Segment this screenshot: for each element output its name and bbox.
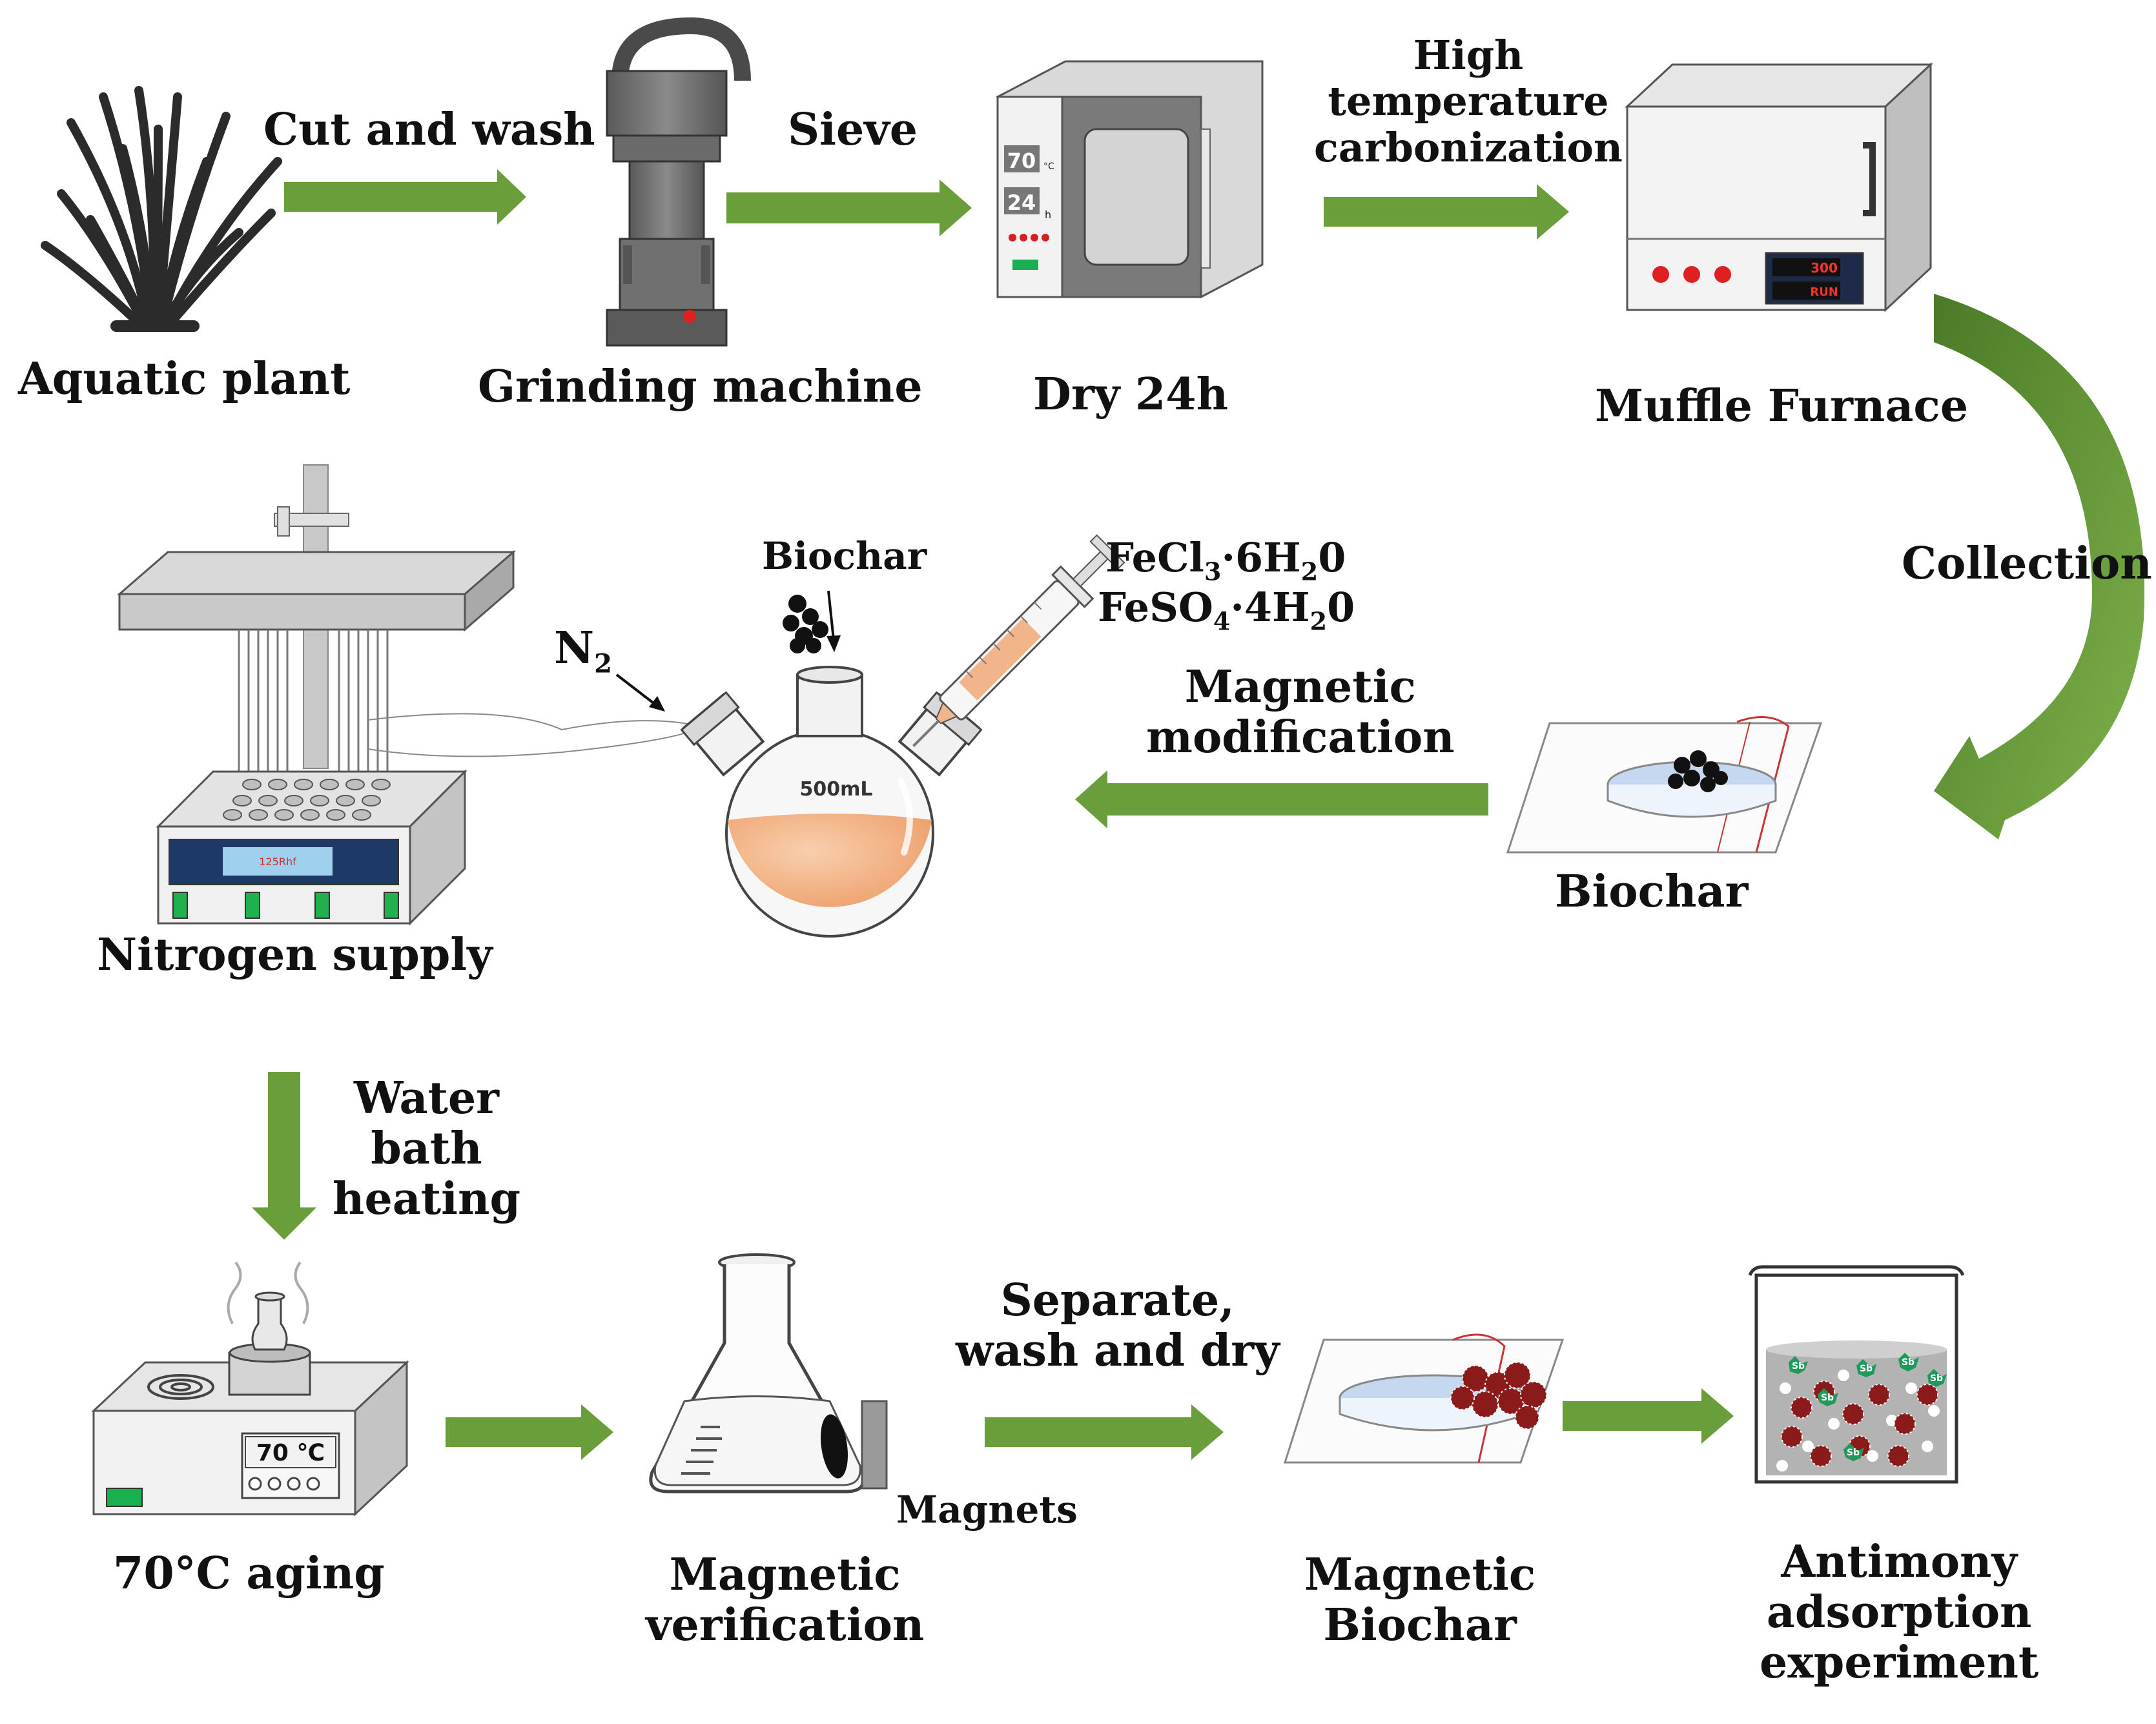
label-nitrogen-supply: Nitrogen supply bbox=[97, 929, 493, 981]
r2-b: 4 bbox=[1213, 606, 1231, 636]
n2-pointer-head bbox=[649, 696, 665, 712]
label-collection: Collection bbox=[1902, 538, 2152, 590]
sb-label-3: Sb bbox=[1902, 1357, 1915, 1368]
sb-label-6: Sb bbox=[1847, 1448, 1860, 1458]
furnace-display-status: RUN bbox=[1810, 285, 1838, 299]
n2-pointer-arrow bbox=[615, 673, 660, 708]
sb-label-2: Sb bbox=[1860, 1364, 1873, 1374]
label-n2: N2 bbox=[554, 623, 612, 679]
water-bath-line3: heating bbox=[333, 1173, 520, 1226]
label-reagent-feso4: FeSO4·4H20 bbox=[1098, 584, 1355, 635]
sb-ion-labels: Sb Sb Sb Sb Sb Sb bbox=[1792, 1357, 1943, 1458]
label-magnetic-modification: Magnetic modification bbox=[1146, 662, 1455, 763]
label-biochar-top: Biochar bbox=[762, 534, 927, 578]
syringe-icon bbox=[912, 534, 1125, 747]
flask-volume-label: 500mL bbox=[800, 778, 873, 801]
antimony-line1: Antimony bbox=[1781, 1536, 2018, 1588]
magnetic-verification-line1: Magnetic bbox=[669, 1549, 901, 1601]
antimony-line3: experiment bbox=[1760, 1637, 2039, 1689]
oven-time-readout: 24 bbox=[1007, 190, 1036, 215]
magnetic-biochar-line1: Magnetic bbox=[1304, 1549, 1536, 1601]
arrow-sieve bbox=[726, 180, 972, 236]
magnetic-modification-line2: modification bbox=[1146, 712, 1455, 764]
label-grinding-machine: Grinding machine bbox=[478, 361, 923, 413]
separate-line1: Separate, bbox=[1000, 1275, 1235, 1326]
label-reagent-fecl3: FeCl3·6H20 bbox=[1105, 535, 1346, 586]
n2-subscript: 2 bbox=[594, 648, 612, 679]
r2-e: 0 bbox=[1327, 584, 1355, 631]
label-sieve: Sieve bbox=[788, 104, 918, 156]
sb-label-5: Sb bbox=[1821, 1393, 1834, 1403]
erlenmeyer-flask-icon bbox=[649, 1253, 888, 1493]
label-muffle-furnace: Muffle Furnace bbox=[1595, 380, 1969, 432]
sb-label-4: Sb bbox=[1930, 1373, 1943, 1384]
muffle-furnace-icon bbox=[1625, 62, 1933, 313]
label-high-temp-carbonization: High temperature carbonization bbox=[1314, 32, 1623, 170]
arrow-carbonization bbox=[1324, 184, 1569, 240]
r1-d: 2 bbox=[1300, 557, 1319, 586]
magnetic-verification-line2: verification bbox=[646, 1599, 925, 1652]
arrow-separate bbox=[985, 1404, 1224, 1460]
label-aging: 70°C aging bbox=[113, 1548, 385, 1599]
magnetic-modification-line1: Magnetic bbox=[1184, 661, 1416, 713]
label-water-bath-heating: Water bath heating bbox=[333, 1073, 520, 1225]
r1-a: FeCl bbox=[1105, 534, 1204, 581]
gas-tubing bbox=[367, 713, 703, 757]
label-aquatic-plant: Aquatic plant bbox=[18, 353, 351, 405]
biochar-pointer-head bbox=[826, 635, 841, 652]
high-temp-line2: temperature bbox=[1328, 77, 1609, 125]
water-bath-icon bbox=[91, 1261, 409, 1517]
oven-temp-readout: 70 bbox=[1007, 149, 1036, 173]
drying-oven-icon bbox=[996, 60, 1264, 298]
oven-time-unit: h bbox=[1045, 209, 1051, 221]
furnace-display-temp: 300 bbox=[1811, 260, 1838, 276]
n2-main: N bbox=[554, 622, 595, 674]
biochar-petri-dish-icon bbox=[1506, 715, 1823, 854]
r2-a: FeSO bbox=[1098, 584, 1213, 631]
arrow-collection bbox=[1934, 294, 2145, 839]
arrow-cut-wash bbox=[284, 169, 526, 225]
water-bath-line1: Water bbox=[353, 1072, 500, 1124]
three-neck-flask-icon bbox=[680, 666, 983, 938]
high-temp-line1: High bbox=[1413, 32, 1524, 79]
r1-c: ·6H bbox=[1221, 534, 1301, 581]
beaker-adsorption-icon bbox=[1748, 1265, 1965, 1484]
oven-temp-unit: °C bbox=[1043, 161, 1054, 172]
high-temp-line3: carbonization bbox=[1314, 123, 1623, 171]
label-separate-wash-dry: Separate, wash and dry bbox=[956, 1275, 1280, 1377]
magnetic-biochar-dish-icon bbox=[1283, 1333, 1565, 1464]
label-antimony-adsorption: Antimony adsorption experiment bbox=[1760, 1537, 2038, 1688]
nitrogen-evaporator-icon bbox=[116, 464, 517, 926]
label-magnetic-verification: Magnetic verification bbox=[646, 1549, 925, 1652]
arrow-magnetic-modification bbox=[1075, 770, 1488, 828]
label-magnetic-biochar: Magnetic Biochar bbox=[1304, 1549, 1536, 1652]
r1-e: 0 bbox=[1318, 534, 1346, 581]
label-cut-wash: Cut and wash bbox=[263, 104, 595, 156]
separate-line2: wash and dry bbox=[956, 1325, 1280, 1377]
nitrogen-display-readout: 125Rhf bbox=[259, 856, 296, 868]
bath-display-readout: 70 ℃ bbox=[256, 1440, 325, 1466]
r1-b: 3 bbox=[1204, 557, 1222, 586]
magnetic-biochar-line2: Biochar bbox=[1323, 1599, 1517, 1652]
arrow-water-bath bbox=[252, 1072, 316, 1240]
label-dry-24h: Dry 24h bbox=[1033, 369, 1229, 420]
arrow-to-adsorption bbox=[1563, 1388, 1734, 1444]
grinding-machine-icon bbox=[606, 17, 751, 347]
r2-c: ·4H bbox=[1230, 584, 1310, 631]
r2-d: 2 bbox=[1309, 606, 1328, 636]
antimony-line2: adsorption bbox=[1766, 1586, 2032, 1639]
biochar-particles-icon bbox=[783, 595, 828, 653]
label-biochar-bag: Biochar bbox=[1555, 866, 1749, 918]
sb-label-1: Sb bbox=[1792, 1361, 1805, 1371]
water-bath-line2: bath bbox=[371, 1123, 482, 1175]
arrow-to-verification bbox=[446, 1404, 613, 1460]
label-magnets: Magnets bbox=[896, 1488, 1078, 1532]
aquatic-plant-icon bbox=[41, 86, 282, 332]
